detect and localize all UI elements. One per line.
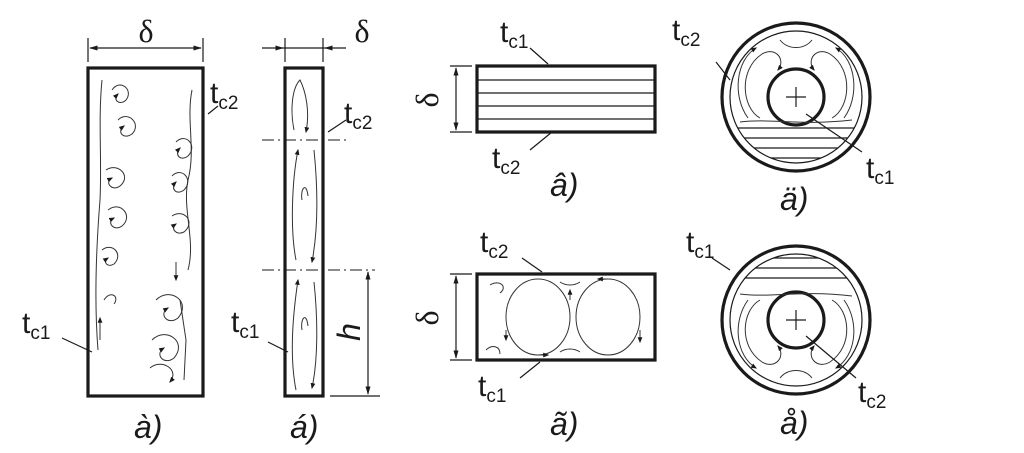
caption-f: å) — [780, 405, 808, 441]
circulation-f — [737, 293, 855, 379]
t-c1-label-a: tc1 — [22, 307, 50, 344]
t-c1-label-b: tc1 — [231, 306, 259, 343]
vortices-right-a — [149, 89, 193, 383]
figure-f-annulus-inner-cold: tc1 tc2 å) — [686, 226, 886, 441]
caption-d: ã) — [550, 406, 578, 442]
t-c2-label-e: tc2 — [672, 14, 700, 51]
slot-a-outline — [86, 66, 205, 398]
t-c1-label-e: tc1 — [866, 152, 894, 189]
t-c1-label-f: tc1 — [686, 226, 714, 263]
t-c2-label-d: tc2 — [480, 226, 508, 263]
delta-label-a: δ — [138, 13, 153, 49]
t-c1-label-d: tc1 — [478, 370, 506, 407]
cell-flows-b — [291, 79, 318, 391]
t-c2-label-b: tc2 — [344, 97, 372, 134]
t-c2-label-c: tc2 — [492, 142, 520, 179]
annulus-e-inner-tube — [766, 67, 826, 127]
stratified-lines-e — [730, 127, 862, 159]
annulus-f-outer — [720, 244, 872, 396]
delta-label-c: δ — [409, 92, 445, 107]
delta-label-d: δ — [409, 310, 445, 325]
figure-c-horizontal-top-heated: δ tc1 tc2 â) — [409, 16, 657, 203]
slot-d-outline — [475, 272, 657, 362]
slot-b-outline — [283, 66, 325, 398]
figure-b-narrow-vertical-slot: δ h tc2 tc1 á) — [231, 13, 380, 445]
t-c2-label-f: tc2 — [858, 376, 886, 413]
t-c2-label-a: tc2 — [210, 77, 238, 114]
caption-c: â) — [550, 167, 578, 203]
t-c1-label-c: tc1 — [500, 16, 528, 53]
caption-a: à) — [134, 409, 162, 445]
annulus-e-outer — [720, 21, 872, 173]
annulus-e-outer-inner-edge — [729, 30, 863, 164]
annulus-f-outer-inner-edge — [729, 253, 863, 387]
circulation-e — [737, 39, 855, 123]
h-label: h — [331, 323, 367, 341]
figure-d-horizontal-bottom-heated: δ tc2 tc1 ã) — [409, 226, 657, 442]
figure-e-annulus-inner-hot: tc2 tc1 ä) — [672, 14, 894, 217]
delta-label-b: δ — [354, 13, 369, 49]
figure-a-wide-vertical-slot: δ tc2 tc1 à) — [22, 13, 238, 445]
annulus-f-inner-tube — [766, 290, 826, 350]
vortices-left-a — [95, 79, 136, 351]
stratified-lines-c — [477, 79, 655, 120]
convection-cells-d — [485, 276, 643, 358]
slot-c-outline — [475, 64, 657, 134]
caption-e: ä) — [780, 181, 808, 217]
caption-b: á) — [290, 409, 318, 445]
